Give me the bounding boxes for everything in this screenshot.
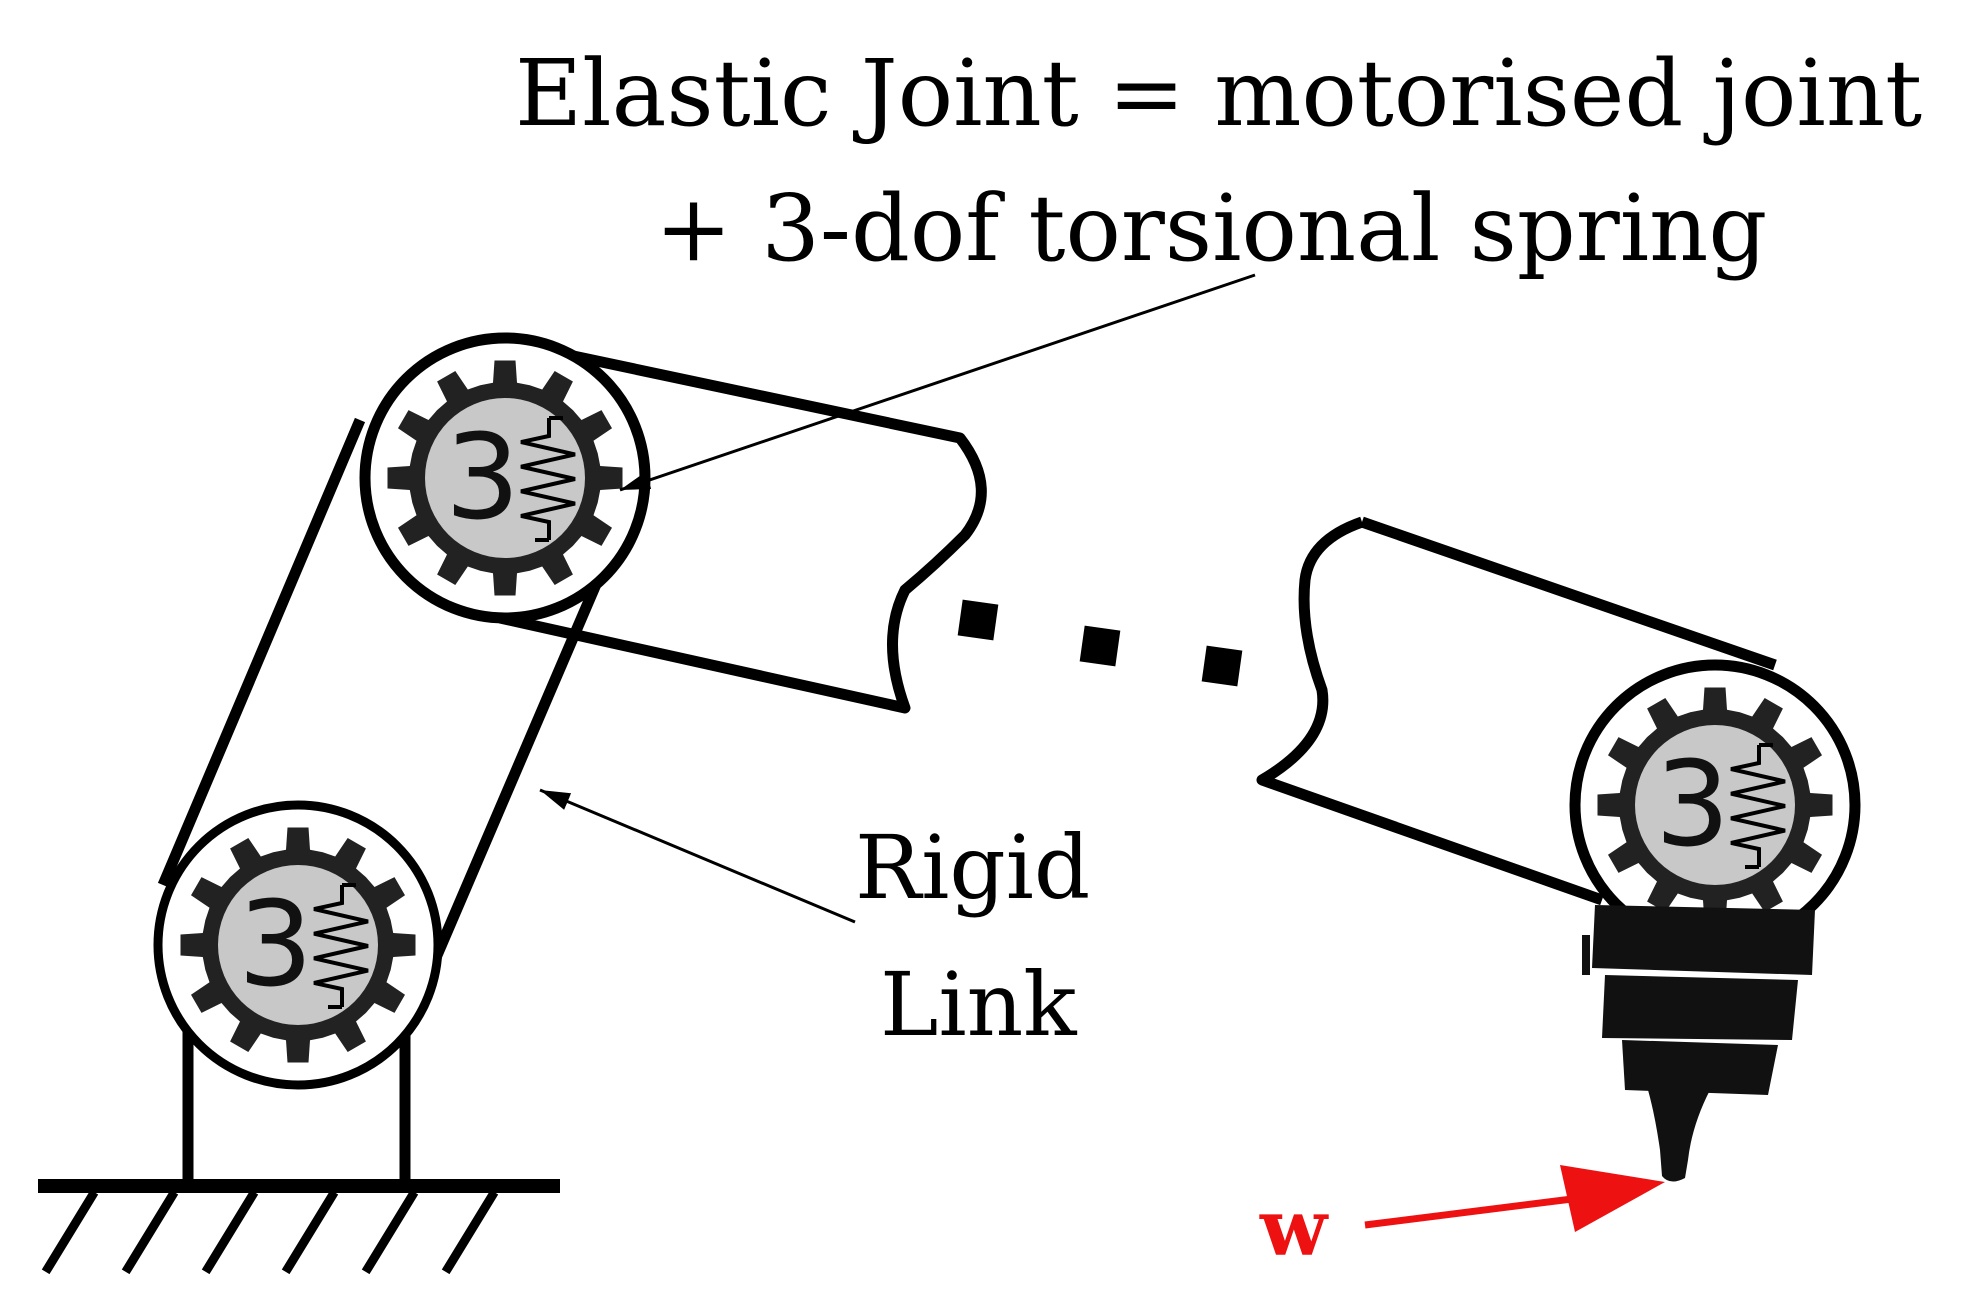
- rigid-label: Rigid: [855, 816, 1090, 919]
- elastic-joint-subtitle: + 3-dof torsional spring: [655, 175, 1767, 282]
- base-pedestal: [182, 1030, 411, 1180]
- link-continuation-dots: [957, 599, 1243, 687]
- elastic-joint-title: Elastic Joint = motorised joint: [515, 40, 1922, 147]
- rigid-link-2: [498, 344, 987, 714]
- elbow-joint: 3: [359, 332, 651, 624]
- joint-dof-digit: 3: [238, 875, 313, 1013]
- elastic-joint-leader: [619, 273, 1256, 492]
- ground-hatch-icon: [41, 1189, 499, 1275]
- ground: [38, 1179, 560, 1275]
- rigid-link-leader: [539, 788, 856, 924]
- base-joint: 3: [153, 800, 443, 1090]
- force-label: w: [1259, 1183, 1329, 1274]
- wrist-joint: 3: [1569, 659, 1861, 951]
- force-arrow-icon: [1364, 1165, 1665, 1232]
- torsional-spring-icon: [520, 418, 576, 540]
- joint-dof-digit: 3: [445, 408, 520, 546]
- torsional-spring-icon: [1730, 745, 1786, 867]
- rigid-link-n: [1256, 516, 1777, 906]
- torsional-spring-icon: [313, 885, 369, 1007]
- joint-dof-digit: 3: [1655, 735, 1730, 873]
- link-label: Link: [880, 953, 1077, 1056]
- end-effector-tool-icon: [1582, 905, 1815, 1182]
